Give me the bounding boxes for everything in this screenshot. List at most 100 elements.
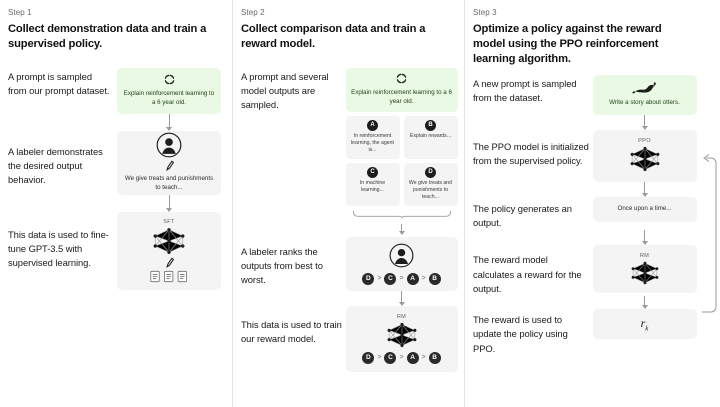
- rank-badge-3: A: [406, 272, 419, 285]
- step-2-rows: A prompt and several model outputs are s…: [241, 67, 458, 372]
- step-1-connector-2: [8, 194, 226, 212]
- neural-network-icon: [628, 260, 662, 286]
- output-option-d[interactable]: D We give treats and punishments to teac…: [403, 162, 458, 206]
- step-2-figure-1: Explain reinforcement learning to a 6 ye…: [345, 67, 458, 235]
- prompt-text: Explain reinforcement learning to a 6 ye…: [351, 89, 452, 106]
- down-arrow-icon: [640, 296, 650, 310]
- labeler-panel[interactable]: We give treats and punishments to teach.…: [117, 130, 221, 195]
- output-badge-b: B: [425, 119, 436, 131]
- rank-badge-3: A: [406, 351, 419, 364]
- labeler-ranking-panel[interactable]: D > C > A > B: [345, 236, 458, 291]
- step-3-connector-4: [473, 296, 698, 310]
- down-arrow-icon: [397, 223, 407, 235]
- step-1-row-3: This data is used to fine-tune GPT-3.5 w…: [8, 211, 226, 290]
- step-3-caption-2: The PPO model is initialized from the su…: [473, 140, 589, 166]
- down-arrow-icon: [397, 290, 407, 306]
- rank-separator: >: [421, 354, 426, 362]
- step-1-row-2: A labeler demonstrates the desired outpu…: [8, 130, 226, 195]
- rank-badge-1: D: [362, 272, 375, 285]
- rm-model-panel[interactable]: RM: [592, 245, 697, 294]
- labeler-person-icon: [156, 132, 182, 158]
- output-option-a[interactable]: A In reinforcement learning, the agent i…: [345, 115, 400, 159]
- rm-model-label: RM: [639, 252, 650, 259]
- output-text-c: In machine learning...: [359, 179, 386, 193]
- rank-badge-1: D: [362, 351, 375, 364]
- refresh-loop-icon: [163, 73, 176, 86]
- step-3-label: Step 3: [473, 8, 497, 17]
- reward-formula-panel[interactable]: rk: [592, 309, 697, 340]
- step-1-label: Step 1: [8, 8, 32, 17]
- otter-icon: [632, 81, 658, 95]
- step-1-figure-1: Explain reinforcement learning to a 6 ye…: [112, 67, 226, 114]
- rm-model-label: RM: [396, 313, 407, 320]
- labeler-person-icon: [389, 243, 414, 268]
- brace-icon: [346, 206, 458, 224]
- step-2-column: Step 2 Collect comparison data and train…: [232, 0, 464, 407]
- rank-badge-4: B: [428, 272, 441, 285]
- rank-badge-2: C: [384, 272, 397, 285]
- rank-badge-4: B: [428, 351, 441, 364]
- output-badge-a: A: [367, 119, 378, 131]
- prompt-text: Write a story about otters.: [609, 98, 680, 106]
- generated-output-text: Once upon a time...: [617, 204, 672, 212]
- rank-separator: >: [399, 275, 404, 283]
- sft-model-label: SFT: [163, 218, 175, 225]
- pencil-icon: [165, 257, 174, 268]
- prompt-panel[interactable]: Explain reinforcement learning to a 6 ye…: [117, 67, 221, 114]
- step-3-rows: A new prompt is sampled from the dataset…: [473, 74, 698, 356]
- sft-model-panel[interactable]: SFT: [117, 211, 221, 290]
- step-3-connector-2: [473, 181, 698, 197]
- step-2-caption-2: A labeler ranks the outputs from best to…: [241, 245, 323, 286]
- refresh-loop-icon: [395, 72, 408, 85]
- step-3-row-5: The reward is used to update the policy …: [473, 309, 698, 356]
- step-3-figure-1: Write a story about otters.: [591, 74, 698, 115]
- ranking-row: D > C > A > B: [362, 351, 441, 364]
- step-1-title: Collect demonstration data and train a s…: [8, 23, 207, 50]
- step-3-caption-1: A new prompt is sampled from the dataset…: [473, 77, 577, 103]
- step-2-row-1: A prompt and several model outputs are s…: [241, 67, 458, 235]
- step-1-caption-1: A prompt is sampled from our prompt data…: [8, 70, 110, 97]
- output-option-b[interactable]: B Explain rewards...: [403, 115, 458, 159]
- documents-icon: [149, 270, 189, 283]
- down-arrow-icon: [164, 113, 174, 131]
- step-2-row-3: This data is used to train our reward mo…: [241, 305, 458, 372]
- output-badge-c: C: [367, 166, 378, 178]
- labeler-demo-text: We give treats and punishments to teach.…: [124, 175, 214, 192]
- prompt-panel[interactable]: Explain reinforcement learning to a 6 ye…: [345, 67, 458, 112]
- step-3-figure-4: RM: [591, 245, 698, 294]
- rank-separator: >: [421, 275, 426, 283]
- down-arrow-icon: [640, 181, 650, 197]
- output-text-b: Explain rewards...: [409, 132, 452, 139]
- step-3-figure-2: PPO: [591, 129, 698, 182]
- step-2-connector-2: [241, 290, 458, 306]
- prompt-text: Explain reinforcement learning to a 6 ye…: [123, 90, 215, 107]
- output-badge-d: D: [425, 166, 436, 178]
- step-3-figure-3: Once upon a time...: [591, 196, 698, 222]
- step-1-rows: A prompt is sampled from our prompt data…: [8, 67, 226, 290]
- down-arrow-icon: [640, 230, 650, 246]
- step-2-caption-3: This data is used to train our reward mo…: [241, 318, 342, 345]
- step-3-connector-1: [473, 114, 698, 130]
- step-3-caption-4: The reward model calculates a reward for…: [473, 254, 582, 294]
- prompt-panel[interactable]: Write a story about otters.: [592, 74, 697, 115]
- step-2-caption-1: A prompt and several model outputs are s…: [241, 70, 329, 111]
- step-2-label: Step 2: [241, 8, 265, 17]
- step-3-connector-3: [473, 230, 698, 246]
- ranking-row: D > C > A > B: [362, 272, 441, 285]
- output-text-d: We give treats and punishments to teach.…: [408, 179, 453, 200]
- ppo-model-label: PPO: [638, 138, 651, 145]
- step-3-title: Optimize a policy against the reward mod…: [473, 23, 662, 65]
- step-1-column: Step 1 Collect demonstration data and tr…: [0, 0, 232, 407]
- step-1-connector-1: [8, 113, 226, 131]
- rank-separator: >: [377, 354, 382, 362]
- step-3-column: Step 3 Optimize a policy against the rew…: [464, 0, 720, 407]
- step-1-figure-3: SFT: [112, 211, 226, 290]
- ppo-model-panel[interactable]: PPO: [592, 129, 697, 182]
- step-1-figure-2: We give treats and punishments to teach.…: [112, 130, 226, 195]
- rm-model-panel[interactable]: RM: [345, 305, 458, 372]
- output-option-c[interactable]: C In machine learning...: [345, 162, 400, 206]
- reward-subscript: k: [645, 324, 649, 333]
- neural-network-icon: [384, 321, 420, 349]
- generated-output-panel[interactable]: Once upon a time...: [592, 196, 697, 222]
- rank-separator: >: [399, 354, 404, 362]
